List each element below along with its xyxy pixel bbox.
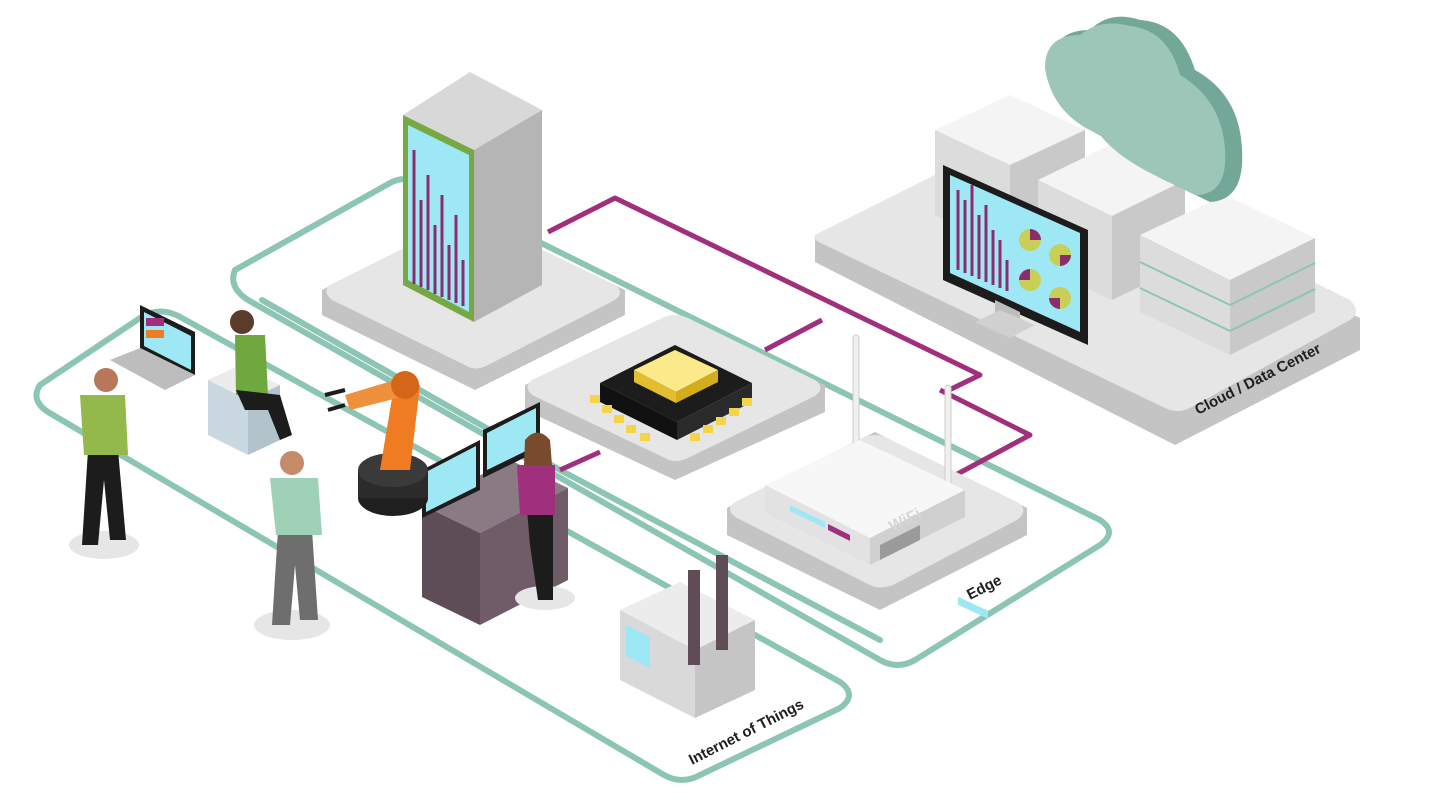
monitor-icon [943, 165, 1088, 345]
desk-monitors [422, 402, 540, 518]
data-links [546, 195, 1033, 481]
server-stack-3 [1139, 195, 1316, 355]
cloud-icon [1045, 16, 1243, 202]
person-icon-4 [515, 432, 575, 610]
person-icon-3 [254, 451, 330, 640]
person-icon [69, 368, 139, 559]
chip-icon [590, 345, 752, 441]
edge-label: Edge [964, 572, 1004, 604]
laptop-icon [110, 305, 195, 390]
link-desk [558, 449, 602, 473]
server-tower-icon [403, 72, 542, 322]
person-icon-2 [230, 310, 292, 440]
inner-ring [259, 297, 883, 643]
iot-ring [33, 308, 852, 783]
factory-icon [620, 555, 755, 718]
link-server-cloud [546, 195, 983, 395]
robot-arm-icon [324, 371, 428, 516]
link-wifi [938, 387, 1033, 481]
wifi-router-icon: WiFi [765, 334, 965, 565]
link-chip [763, 317, 824, 353]
